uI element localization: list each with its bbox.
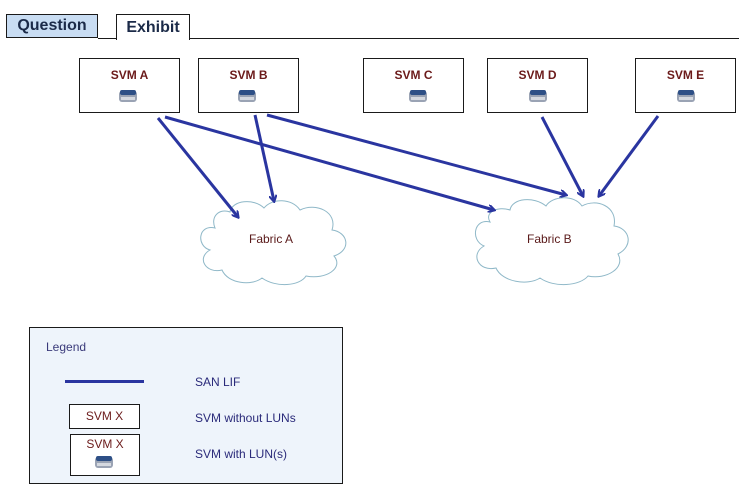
lun-disk-icon	[677, 90, 695, 102]
legend-san-lif-line	[65, 380, 144, 383]
lun-disk-icon	[238, 90, 256, 102]
legend-svm-with-luns-label: SVM with LUN(s)	[195, 447, 288, 461]
lif-arrow-svmb-fabricb	[266, 113, 566, 195]
svm-e-label: SVM E	[666, 68, 705, 82]
fabric-a-label: Fabric A	[249, 232, 294, 246]
legend-svm-with-luns-box: SVM X	[70, 434, 140, 476]
svm-e-box[interactable]: SVM E	[635, 58, 736, 113]
legend-svm-without-luns-label: SVM without LUNs	[195, 411, 296, 425]
fabric-b-cloud-icon	[475, 197, 629, 285]
fabric-a-cloud-icon	[200, 200, 347, 285]
lif-arrow-svme-fabricb	[599, 115, 660, 196]
lun-disk-icon	[119, 90, 137, 102]
svm-d-label: SVM D	[518, 68, 557, 82]
svm-b-label: SVM B	[229, 68, 268, 82]
tab-exhibit[interactable]: Exhibit	[116, 14, 190, 40]
svm-a-label: SVM A	[110, 68, 149, 82]
svm-c-label: SVM C	[394, 68, 433, 82]
tab-divider	[98, 38, 116, 39]
legend-san-lif-label: SAN LIF	[195, 375, 241, 389]
lif-arrow-svmd-fabricb	[540, 116, 583, 196]
legend-panel: Legend SAN LIF SVM X SVM without LUNs SV…	[29, 327, 343, 484]
tab-divider	[190, 38, 739, 39]
lif-arrow-svma-fabricb	[164, 115, 494, 210]
legend-svm-box-label: SVM X	[85, 409, 124, 423]
legend-svm-without-luns-box: SVM X	[69, 404, 140, 429]
lun-disk-icon	[409, 90, 427, 102]
svm-a-box[interactable]: SVM A	[79, 58, 180, 113]
fabric-b-label: Fabric B	[527, 232, 572, 246]
svm-d-box[interactable]: SVM D	[487, 58, 588, 113]
svm-b-box[interactable]: SVM B	[198, 58, 299, 113]
lif-arrow-svmb-fabrica	[253, 114, 274, 201]
tab-question[interactable]: Question	[6, 14, 98, 38]
lif-arrow-svma-fabrica	[156, 117, 238, 217]
lun-disk-icon	[529, 90, 547, 102]
legend-svm-box-label: SVM X	[86, 437, 124, 451]
legend-title: Legend	[46, 340, 87, 354]
svm-c-box[interactable]: SVM C	[363, 58, 464, 113]
lun-disk-icon	[95, 456, 113, 468]
